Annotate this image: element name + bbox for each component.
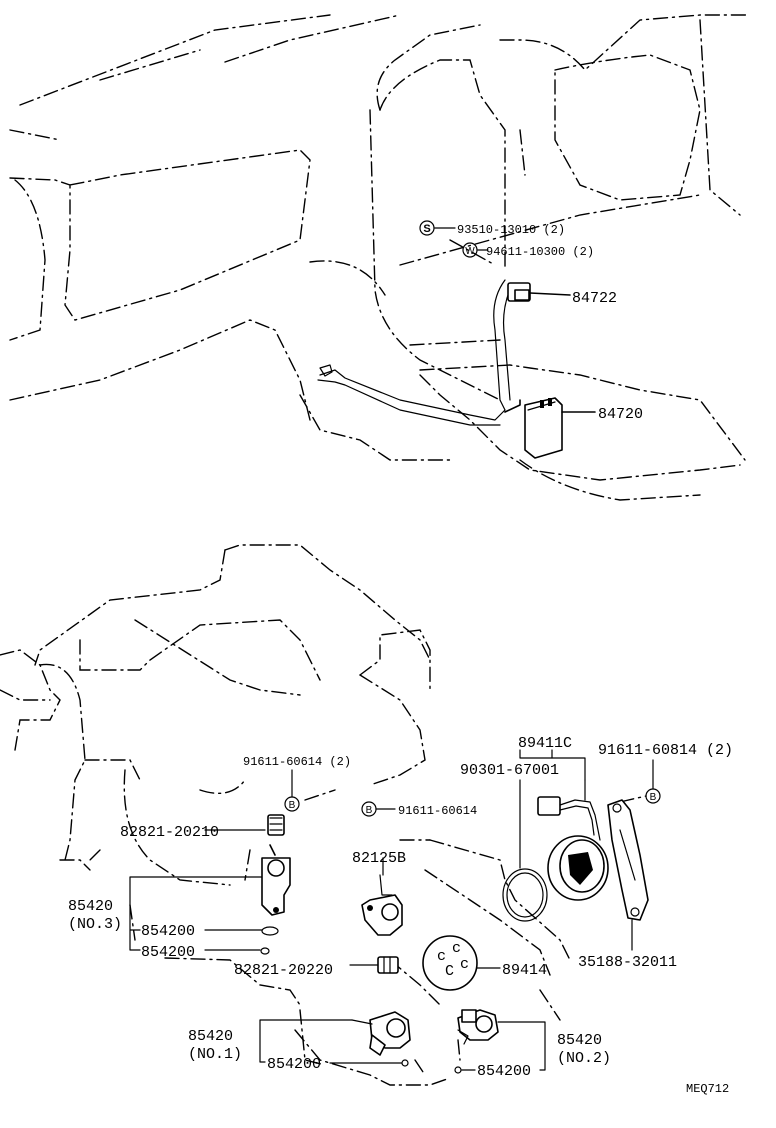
- part-82125b: [361, 857, 403, 936]
- bracket-85420-no3: [129, 876, 263, 951]
- label-854200-c: 854200: [267, 1056, 321, 1073]
- part-84720: [524, 397, 596, 459]
- label-854200-b: 854200: [141, 944, 195, 961]
- svg-text:c: c: [452, 940, 461, 957]
- svg-text:B: B: [366, 805, 373, 816]
- svg-text:B: B: [289, 800, 296, 811]
- top-wire-harness: [317, 279, 521, 426]
- symbol-s-circle: S: [419, 220, 435, 236]
- symbol-b-left: B: [284, 796, 300, 812]
- label-94611-10300: 94611-10300 (2): [486, 245, 594, 259]
- svg-text:c: c: [460, 956, 469, 973]
- part-85420-no3: [261, 814, 291, 916]
- bracket-85420-no1: [259, 1019, 353, 1063]
- symbol-b-middle: B: [361, 801, 377, 817]
- label-91611-60614: 91611-60614: [398, 804, 477, 818]
- label-84720: 84720: [598, 406, 643, 423]
- label-85420-no2: 85420: [557, 1032, 602, 1049]
- label-82821-20220: 82821-20220: [234, 962, 333, 979]
- label-91611-60614-2: 91611-60614 (2): [243, 755, 351, 769]
- label-85420-no2-sub: (NO.2): [557, 1050, 611, 1067]
- label-93510-13010: 93510-13010 (2): [457, 223, 565, 237]
- label-91611-60814: 91611-60814 (2): [598, 742, 733, 759]
- part-85420-no2: [454, 1009, 499, 1074]
- svg-text:B: B: [650, 792, 657, 803]
- part-85420-no1: [351, 1011, 411, 1067]
- label-85420-no3-sub: (NO.3): [68, 916, 122, 933]
- leader-91611-60814-dash: [619, 795, 647, 803]
- label-90301-67001: 90301-67001: [460, 762, 559, 779]
- leader-fastener-dash: [449, 239, 496, 266]
- part-89414: c c C c: [422, 935, 501, 991]
- label-85420-no1: 85420: [188, 1028, 233, 1045]
- label-85420-no1-sub: (NO.1): [188, 1046, 242, 1063]
- svg-text:c: c: [437, 948, 446, 965]
- vehicle-body-outline: [9, 14, 751, 501]
- o-ring-90301-67001: [502, 868, 548, 922]
- label-85420-no3: 85420: [68, 898, 113, 915]
- diagram-code: MEQ712: [686, 1082, 729, 1096]
- part-82821-20220: [349, 956, 399, 974]
- engine-outline: [0, 544, 571, 1086]
- o-ring-854200-b: [260, 947, 270, 955]
- label-854200-a: 854200: [141, 923, 195, 940]
- bracket-85420-no2: [497, 1021, 546, 1071]
- label-35188-32011: 35188-32011: [578, 954, 677, 971]
- label-854200-d: 854200: [477, 1063, 531, 1080]
- svg-text:S: S: [423, 223, 430, 235]
- o-ring-854200-a: [261, 926, 279, 936]
- label-89411c: 89411C: [518, 735, 572, 752]
- svg-text:W: W: [465, 246, 475, 257]
- label-82125b: 82125B: [352, 850, 406, 867]
- part-84722: [507, 282, 571, 302]
- label-82821-20210: 82821-20210: [120, 824, 219, 841]
- o-ring-90301-inner: [506, 872, 544, 918]
- label-84722: 84722: [572, 290, 617, 307]
- svg-text:C: C: [445, 963, 454, 980]
- part-89411c: [519, 749, 609, 901]
- part-35188-32011: [607, 799, 649, 951]
- symbol-w-circle: W: [462, 242, 478, 258]
- symbol-b-right: B: [645, 788, 661, 804]
- label-89414: 89414: [502, 962, 547, 979]
